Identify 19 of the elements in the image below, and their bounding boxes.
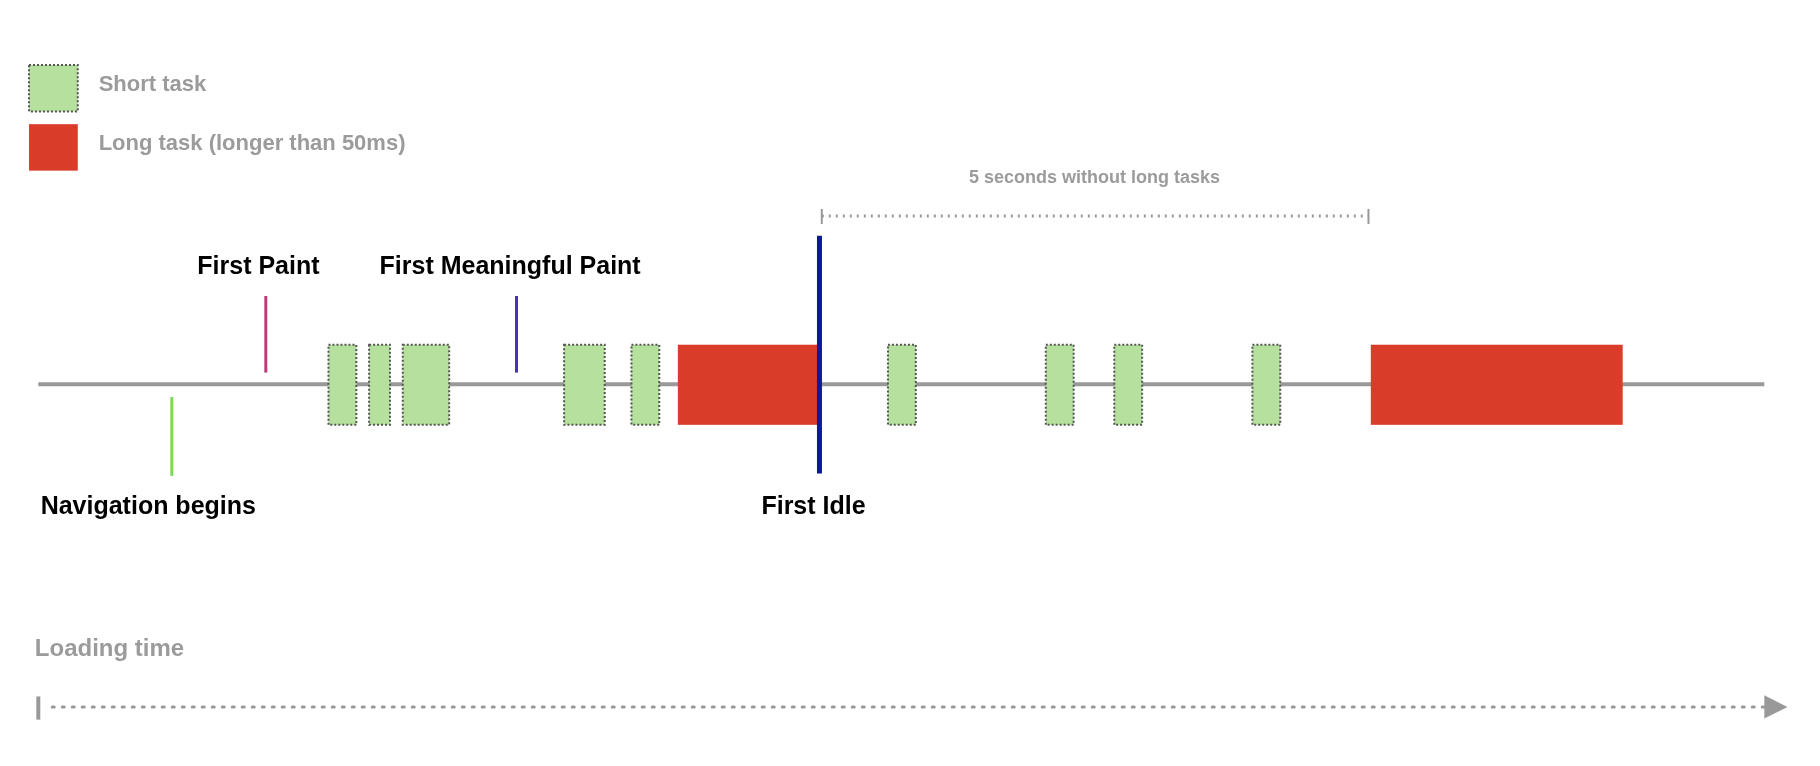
short-task-block <box>1113 343 1144 426</box>
short-task-block <box>1044 343 1075 426</box>
milestone-label: First Paint <box>197 250 320 280</box>
legend-text: Long task (longer than 50ms) <box>98 130 406 156</box>
long-task-block <box>1370 344 1623 425</box>
axis-label: Loading time <box>34 633 185 662</box>
short-task-block <box>886 343 917 426</box>
short-task-block <box>368 343 391 426</box>
short-task-block <box>630 343 661 426</box>
short-task-block <box>401 343 451 426</box>
short-task-block <box>563 343 606 426</box>
legend-text: Short task <box>98 70 207 97</box>
milestone-label: Navigation begins <box>40 490 256 520</box>
milestone-label: First Meaningful Paint <box>379 250 641 280</box>
short-task-block <box>327 343 358 426</box>
long-task-block <box>677 344 819 425</box>
milestone-label: First Idle <box>761 490 866 520</box>
short-task-block <box>1251 343 1282 426</box>
span-label: 5 seconds without long tasks <box>969 167 1221 189</box>
